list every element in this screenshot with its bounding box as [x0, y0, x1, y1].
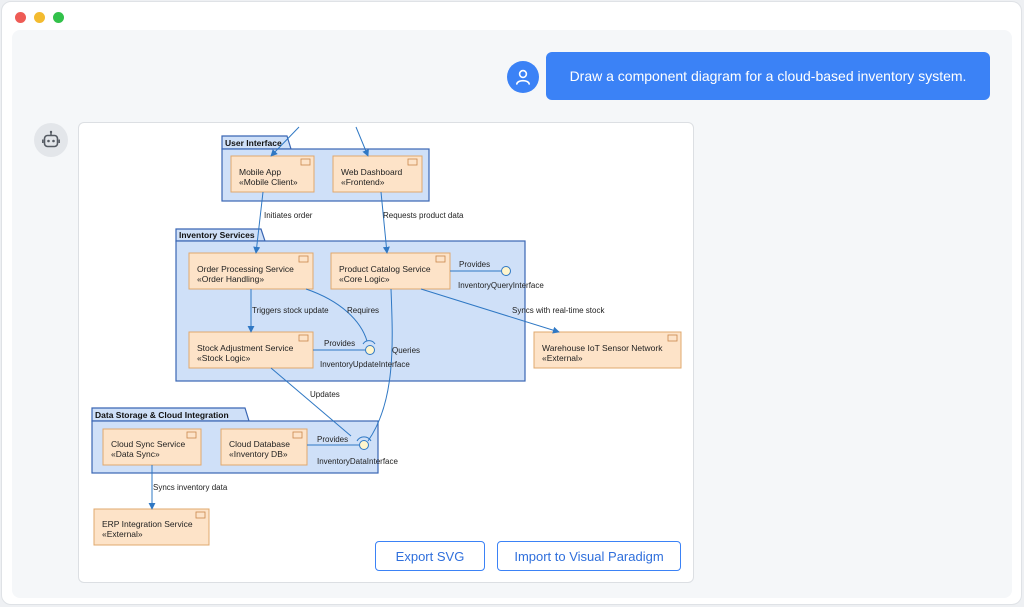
- component-stereotype: «Inventory DB»: [229, 449, 288, 459]
- user-message: Draw a component diagram for a cloud-bas…: [546, 52, 990, 100]
- import-visual-paradigm-button[interactable]: Import to Visual Paradigm: [497, 541, 681, 571]
- edge-initiates-order: [253, 191, 264, 254]
- interface-query: InventoryQueryInterface: [458, 266, 544, 290]
- component-stock-adjustment[interactable]: Stock Adjustment Service «Stock Logic»: [188, 331, 314, 369]
- edge-label: Updates: [310, 390, 340, 399]
- component-stereotype: «Core Logic»: [339, 274, 390, 284]
- edge-label: Requires: [347, 306, 379, 315]
- maximize-window-button[interactable]: [53, 12, 64, 23]
- component-name: Warehouse IoT Sensor Network: [542, 343, 663, 353]
- component-name: Cloud Sync Service: [111, 439, 185, 449]
- interface-label: InventoryDataInterface: [317, 457, 398, 466]
- component-stereotype: «Data Sync»: [111, 449, 160, 459]
- interface-label: InventoryQueryInterface: [458, 281, 544, 290]
- edge-label: Syncs inventory data: [153, 483, 228, 492]
- component-cloud-database[interactable]: Cloud Database «Inventory DB»: [220, 428, 308, 466]
- component-web-dashboard[interactable]: Web Dashboard «Frontend»: [332, 155, 423, 193]
- component-stereotype: «External»: [102, 529, 143, 539]
- edge-label: Queries: [392, 346, 420, 355]
- minimize-window-button[interactable]: [34, 12, 45, 23]
- interface-data: InventoryDataInterface: [317, 436, 398, 466]
- package-label-inventory: Inventory Services: [179, 230, 255, 240]
- component-stereotype: «Mobile Client»: [239, 177, 298, 187]
- interface-label: InventoryUpdateInterface: [320, 360, 410, 369]
- export-svg-button[interactable]: Export SVG: [375, 541, 485, 571]
- user-icon: [516, 69, 530, 85]
- component-name: Cloud Database: [229, 439, 290, 449]
- incoming-edge: [270, 126, 300, 157]
- edge-label: Initiates order: [264, 211, 313, 220]
- user-avatar: [507, 61, 539, 93]
- edge-syncs-realtime: [420, 288, 560, 334]
- component-name: Order Processing Service: [197, 264, 294, 274]
- edge-updates: [270, 367, 352, 437]
- edge-label: Provides: [459, 260, 490, 269]
- edge-requests-product-data: [380, 191, 390, 254]
- close-window-button[interactable]: [15, 12, 26, 23]
- component-name: Stock Adjustment Service: [197, 343, 294, 353]
- component-diagram: User Interface Inventory Services Data S…: [91, 126, 682, 546]
- component-erp-integration[interactable]: ERP Integration Service «External»: [93, 508, 210, 546]
- robot-icon: [42, 130, 60, 148]
- interface-update: InventoryUpdateInterface: [320, 340, 410, 369]
- package-label-storage: Data Storage & Cloud Integration: [95, 410, 229, 420]
- component-stereotype: «Stock Logic»: [197, 353, 251, 363]
- component-cloud-sync[interactable]: Cloud Sync Service «Data Sync»: [102, 428, 202, 466]
- component-name: Product Catalog Service: [339, 264, 431, 274]
- component-product-catalog[interactable]: Product Catalog Service «Core Logic»: [330, 252, 451, 290]
- edge-label: Provides: [324, 339, 355, 348]
- component-order-processing[interactable]: Order Processing Service «Order Handling…: [188, 252, 314, 290]
- component-warehouse-iot[interactable]: Warehouse IoT Sensor Network «External»: [533, 331, 682, 369]
- component-name: Mobile App: [239, 167, 281, 177]
- edge-label: Triggers stock update: [252, 306, 329, 315]
- component-stereotype: «Frontend»: [341, 177, 385, 187]
- component-name: Web Dashboard: [341, 167, 403, 177]
- edge-label: Requests product data: [383, 211, 464, 220]
- bot-avatar: [34, 123, 68, 157]
- edge-label: Syncs with real-time stock: [512, 306, 605, 315]
- component-stereotype: «External»: [542, 353, 583, 363]
- edge-label: Provides: [317, 435, 348, 444]
- edge-queries: [367, 288, 393, 442]
- diagram-card: User Interface Inventory Services Data S…: [78, 122, 694, 583]
- edge-requires: [305, 288, 368, 342]
- component-stereotype: «Order Handling»: [197, 274, 264, 284]
- package-label-ui: User Interface: [225, 138, 282, 148]
- component-name: ERP Integration Service: [102, 519, 193, 529]
- component-mobile-app[interactable]: Mobile App «Mobile Client»: [230, 155, 315, 193]
- incoming-edge: [355, 126, 369, 157]
